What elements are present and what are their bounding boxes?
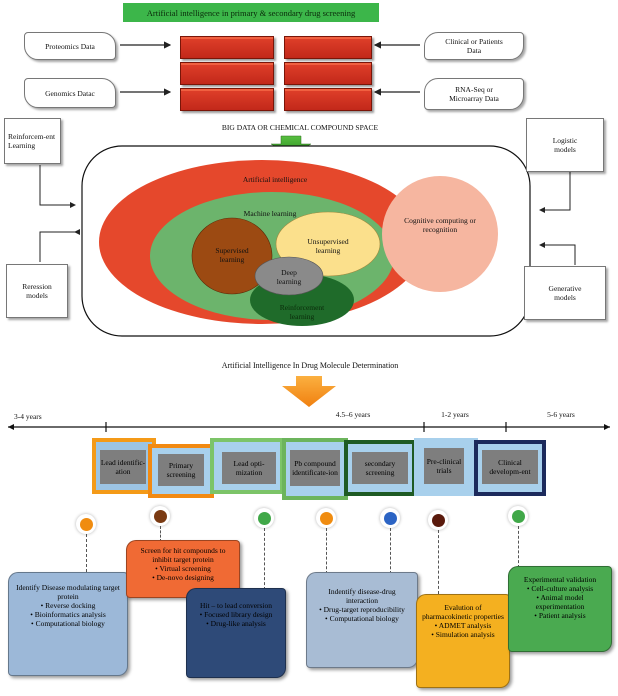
logistic-models-doc: Logistic models	[526, 118, 604, 172]
connector-1	[86, 534, 87, 572]
ml-label: Machine learning	[243, 209, 297, 218]
detail-lead-identification: Identify Disease modulating target prote…	[8, 572, 128, 676]
detail-item: Cell-culture analysis	[513, 584, 607, 593]
data-block-6	[284, 88, 372, 111]
stage-lead-identification: Lead identific-ation	[100, 450, 146, 484]
proteomics-label: Proteomics Data	[45, 41, 95, 51]
dot-pb-compound	[316, 508, 336, 528]
ellipse-deep	[254, 256, 324, 296]
dot-secondary-screening	[380, 508, 400, 528]
connector-6	[438, 530, 439, 594]
detail-clinical-title: Experimental validation	[523, 575, 597, 584]
rnaseq-data-doc: RNA-Seq or Microarray Data	[424, 78, 524, 110]
detail-item: Animal model experimentation	[513, 593, 607, 611]
regression-models-doc: Reression models	[6, 264, 68, 318]
data-block-3	[180, 88, 274, 111]
stage-primary-screening: Primary screening	[158, 454, 204, 486]
arrow-regression	[39, 229, 80, 262]
cognitive-label: Cognitive computing or recognition	[404, 216, 476, 234]
detail-clinical: Experimental validation Cell-culture ana…	[508, 566, 612, 652]
timeline-label-3: 1-2 years	[441, 410, 469, 419]
clinical-data-doc: Clinical or Patients Data	[424, 32, 524, 60]
detail-item: Computational biology	[313, 614, 411, 623]
stage-pb-compound: Pb compound identificate-ion	[290, 450, 340, 486]
top-banner: Artificial intelligence in primary & sec…	[123, 3, 379, 22]
logistic-model-label: Logistic models	[552, 136, 578, 154]
deep-learning-label: Deep learning	[276, 268, 302, 286]
connector-3	[264, 528, 265, 590]
big-data-label: BIG DATA OR CHEMICAL COMPOUND SPACE	[221, 123, 379, 132]
detail-item: Bioinformatics analysis	[15, 610, 121, 619]
detail-secondary-screening: Indentify disease-drug interaction Drug-…	[306, 572, 418, 668]
reinforcement-learning-doc: Reinforcem-ent Learning	[4, 118, 61, 164]
circle-cognitive	[382, 176, 498, 292]
timeline-label-4: 5-6 years	[547, 410, 575, 419]
data-block-1	[180, 36, 274, 59]
stage-lead-optimization: Lead opti-mization	[222, 452, 276, 484]
regression-model-label: Reression models	[22, 282, 52, 300]
rnaseq-label: RNA-Seq or Microarray Data	[449, 85, 499, 103]
connector-5	[390, 528, 391, 574]
supervised-label: Supervised learning	[215, 246, 249, 264]
dot-lead-identification	[76, 514, 96, 534]
timeline-label-2: 4.5–6 years	[335, 410, 371, 419]
section2-title: Artificial Intelligence In Drug Molecule…	[221, 361, 399, 370]
detail-item: Patient analysis	[513, 611, 607, 620]
connector-4	[326, 528, 327, 574]
dot-preclinical	[428, 510, 448, 530]
stage-preclinical: Pre-clinical trials	[424, 448, 464, 484]
detail-lead-optimization-title: Hit – to lead conversion	[199, 601, 273, 610]
genomics-label: Genomics Datac	[45, 88, 95, 98]
detail-item: Virtual screening	[131, 564, 235, 573]
dot-clinical	[508, 506, 528, 526]
data-block-4	[284, 36, 372, 59]
detail-lead-identification-title: Identify Disease modulating target prote…	[16, 583, 120, 601]
detail-item: Focused library design	[191, 610, 281, 619]
data-block-2	[180, 62, 274, 85]
detail-item: ADMET analysis	[421, 621, 505, 630]
arrow-logistic	[539, 170, 571, 213]
reinforcement-model-label: Reinforcem-ent Learning	[8, 132, 56, 150]
stage-secondary-screening: secondary screening	[352, 452, 408, 484]
ellipse-supervised	[191, 217, 273, 295]
generative-model-label: Generative models	[548, 284, 582, 302]
connector-2	[160, 526, 161, 542]
banner-title: Artificial intelligence in primary & sec…	[146, 7, 356, 18]
timeline-label-1: 3-4 years	[14, 412, 42, 421]
detail-item: De-novo designing	[131, 573, 235, 582]
arrow-generative	[539, 242, 576, 265]
dot-primary-screening	[150, 506, 170, 526]
clinical-label: Clinical or Patients Data	[445, 37, 503, 55]
detail-item: Computational biology	[15, 619, 121, 628]
detail-lead-optimization: Hit – to lead conversion Focused library…	[186, 588, 286, 678]
detail-preclinical: Evalution of pharmacokinetic properties …	[416, 594, 510, 688]
proteomics-data-doc: Proteomics Data	[24, 32, 116, 60]
dot-lead-optimization	[254, 508, 274, 528]
stage-clinical: Clinical developm-ent	[482, 450, 538, 484]
data-block-5	[284, 62, 372, 85]
detail-item: Drug-target reproducibility	[313, 605, 411, 614]
ai-label: Artificial intelligence	[242, 175, 308, 184]
reinforcement-label: Reinforcement learning	[279, 303, 325, 321]
detail-preclinical-title: Evalution of pharmacokinetic properties	[422, 603, 504, 621]
orange-down-arrow	[282, 376, 336, 407]
arrow-reinforcement	[39, 165, 76, 208]
detail-item: Drug-like analysis	[191, 619, 281, 628]
detail-secondary-screening-title: Indentify disease-drug interaction	[328, 587, 396, 605]
connector-7	[518, 526, 519, 568]
genomics-data-doc: Genomics Datac	[24, 78, 116, 108]
detail-primary-screening-title: Screen for hit compounds to inhibit targ…	[140, 546, 226, 564]
detail-item: Simulation analysis	[421, 630, 505, 639]
unsupervised-label: Unsupervised learning	[307, 237, 349, 255]
generative-models-doc: Generative models	[524, 266, 606, 320]
detail-item: Reverse docking	[15, 601, 121, 610]
